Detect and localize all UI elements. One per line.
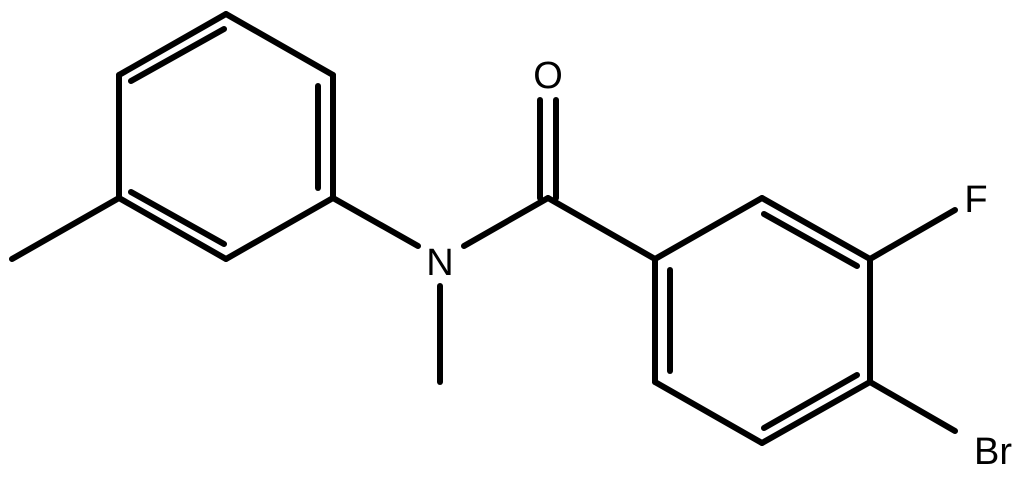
n-carbonyl-bond xyxy=(461,195,551,249)
bromine-atom-label: Br xyxy=(974,431,1012,472)
carbonyl-aryl-bond xyxy=(545,195,658,262)
benzoyl-bond-5 xyxy=(652,379,765,446)
benzoyl-bond-2 xyxy=(759,195,873,262)
bromine-bond xyxy=(867,379,958,434)
n-aryl-bond xyxy=(330,195,421,249)
tolyl-bond-4 xyxy=(116,195,229,262)
nitrogen-atom-label: N xyxy=(426,242,453,284)
tolyl-bond-1 xyxy=(223,11,336,78)
fluorine-bond xyxy=(867,207,958,262)
benzoyl-ring xyxy=(652,195,873,446)
benzoyl-bond-4 xyxy=(759,379,873,446)
benzoyl-double-bond-inner-2 xyxy=(761,372,860,431)
tolyl-double-bond-inner-1 xyxy=(128,26,227,84)
tolyl-ring xyxy=(9,11,336,262)
benzoyl-bond-1 xyxy=(652,195,765,262)
tolyl-methyl-bond xyxy=(9,195,122,262)
fluorine-atom-label: F xyxy=(964,179,987,221)
benzoyl-double-bond-inner-1 xyxy=(761,211,860,269)
tolyl-double-bond-inner-3 xyxy=(128,189,227,247)
oxygen-atom-label: O xyxy=(533,55,563,97)
tolyl-bond-6 xyxy=(116,11,229,78)
tolyl-bond-3 xyxy=(223,195,336,262)
